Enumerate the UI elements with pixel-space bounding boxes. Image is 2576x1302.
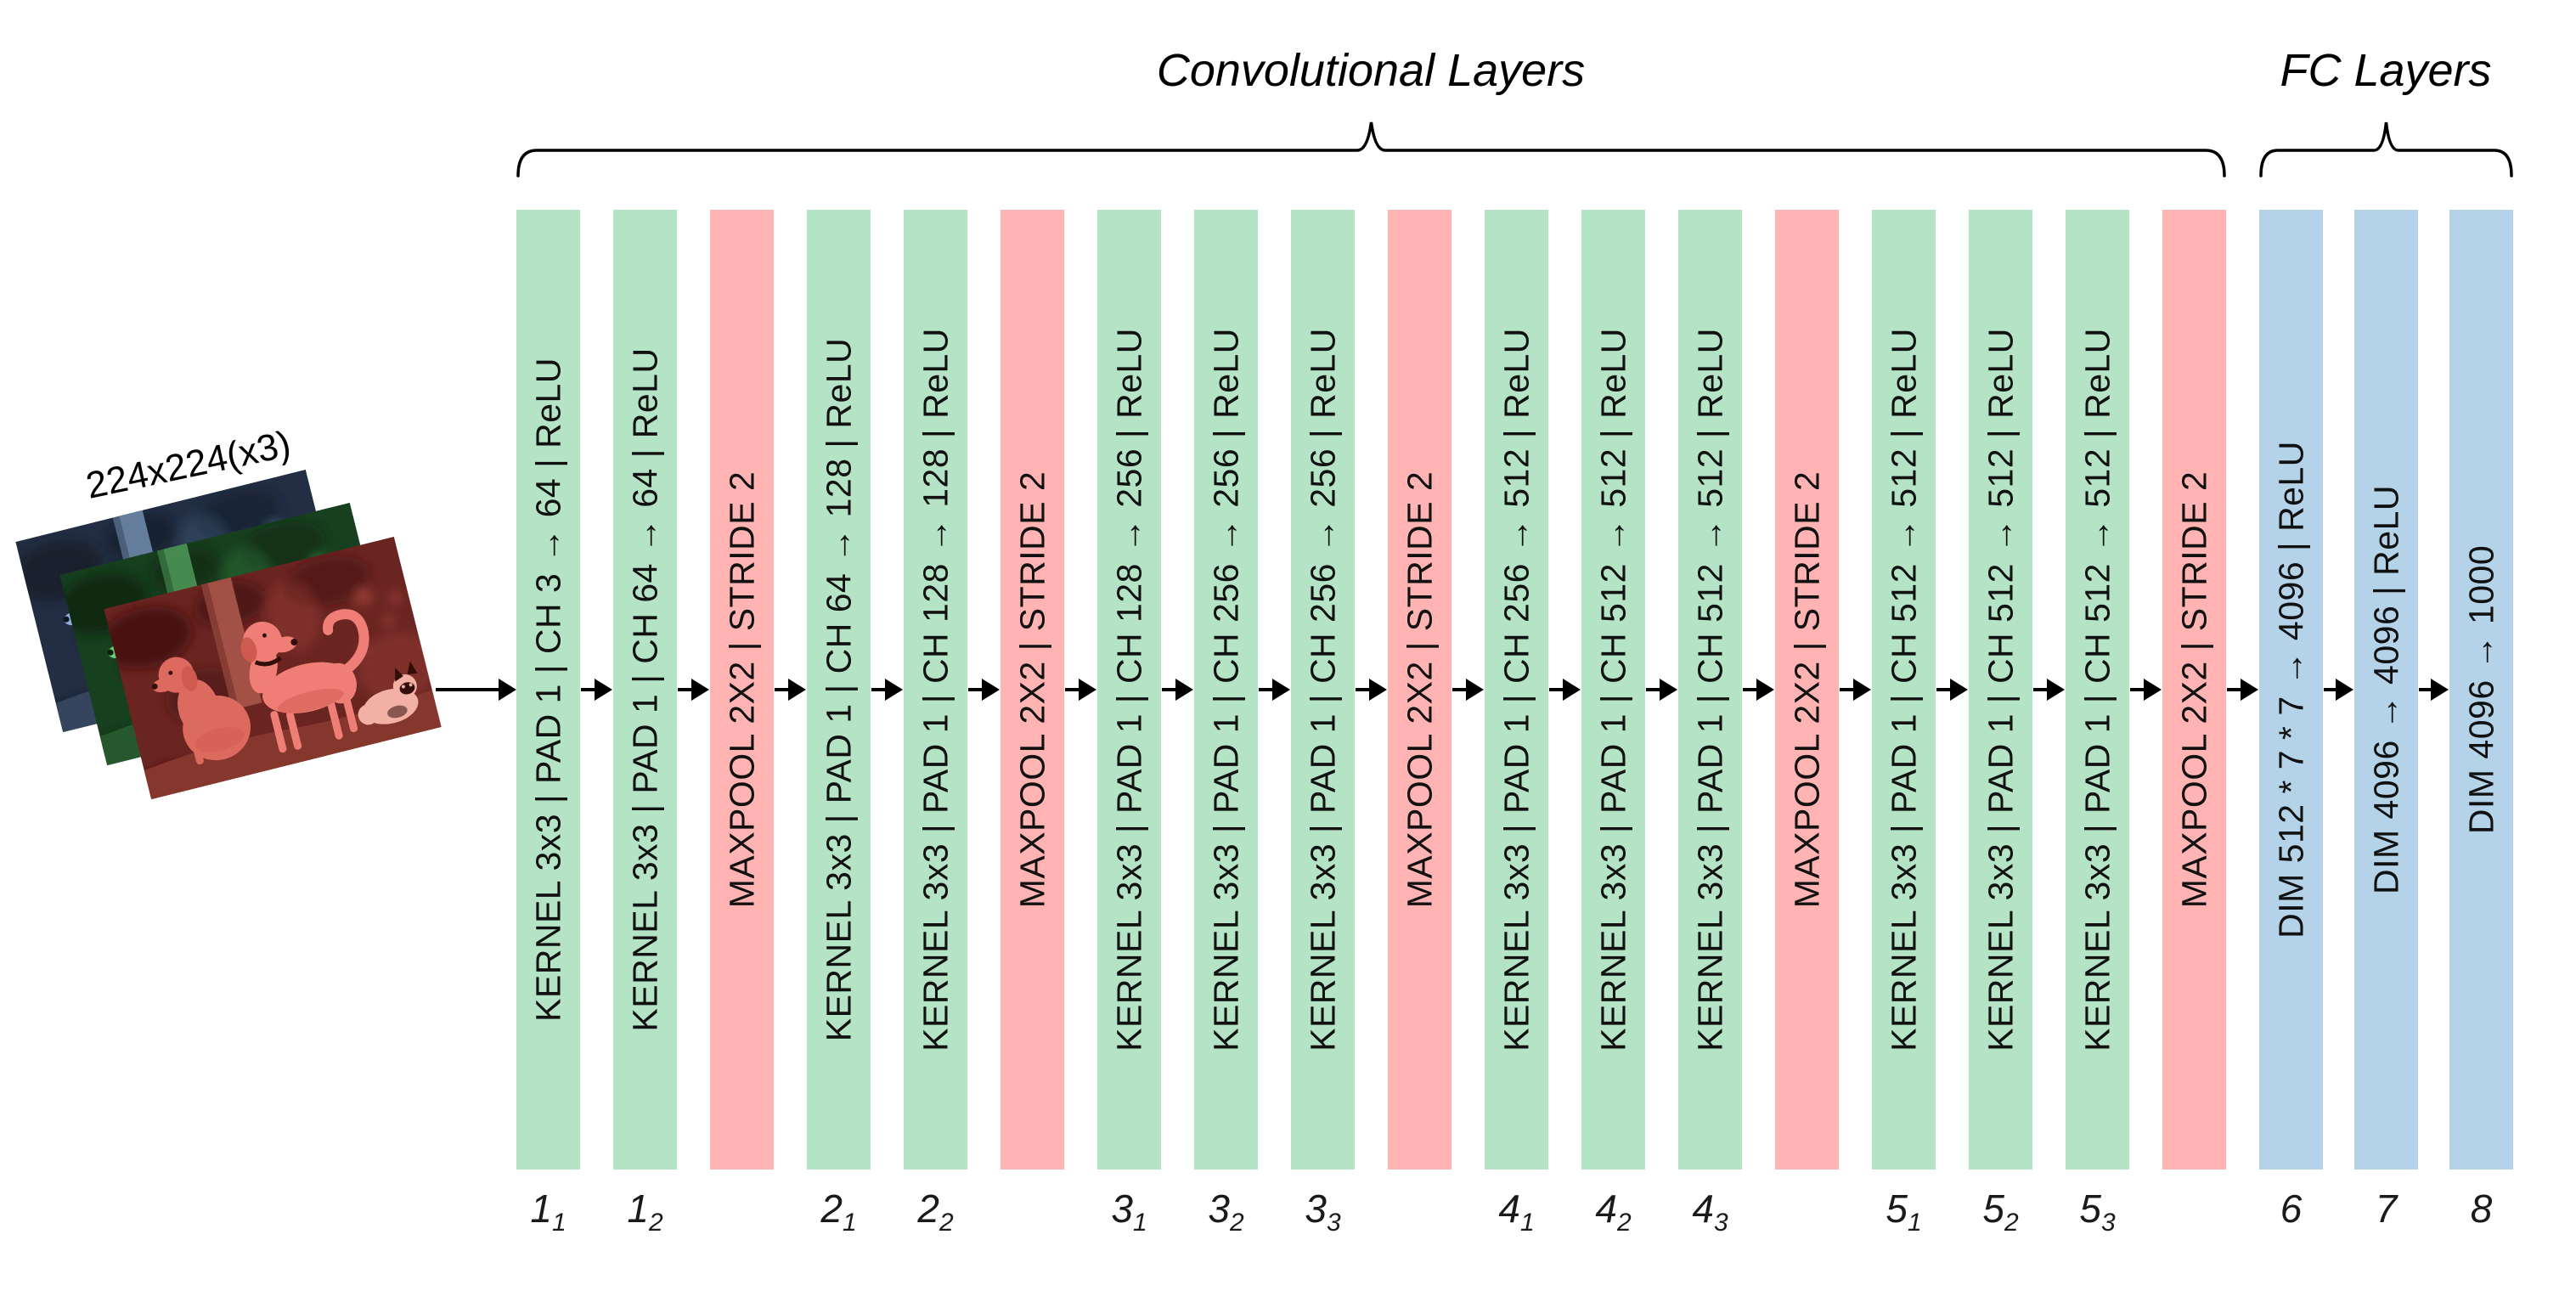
input-arrow-right-icon — [436, 679, 516, 701]
layer-bar-text: MAXPOOL 2X2 | STRIDE 2 — [722, 471, 761, 909]
arrow-right-icon — [678, 679, 709, 701]
input-photo-red-channel — [104, 536, 442, 800]
arrow-right-icon — [775, 679, 806, 701]
layer-bar-text: KERNEL 3x3 | PAD 1 | CH 256 → 256 | ReLU — [1303, 328, 1342, 1051]
layer-bar-pool: MAXPOOL 2X2 | STRIDE 2 — [1001, 210, 1064, 1170]
layer-bar-text: KERNEL 3x3 | PAD 1 | CH 512 → 512 | ReLU — [1593, 328, 1632, 1051]
layer-bar-text: KERNEL 3x3 | PAD 1 | CH 512 → 512 | ReLU — [1690, 328, 1729, 1051]
layer-number-label: 22 — [917, 1186, 954, 1237]
layer-bar-conv: KERNEL 3x3 | PAD 1 | CH 64 → 128 | ReLU — [807, 210, 871, 1170]
layer-bar-pool: MAXPOOL 2X2 | STRIDE 2 — [1775, 210, 1839, 1170]
layer-bar-conv: KERNEL 3x3 | PAD 1 | CH 512 → 512 | ReLU — [2066, 210, 2129, 1170]
layer-number-label: 31 — [1111, 1186, 1147, 1237]
layer-bar-text: KERNEL 3x3 | PAD 1 | CH 512 → 512 | ReLU — [1884, 328, 1923, 1051]
layer-bar-text: DIM 4096 → 4096 | ReLU — [2366, 485, 2405, 894]
layer-bar-conv: KERNEL 3x3 | PAD 1 | CH 256 → 256 | ReLU — [1194, 210, 1258, 1170]
layer-number-label: 52 — [1982, 1186, 2019, 1237]
layer-number-label: 6 — [2280, 1186, 2303, 1231]
layer-bar-text: KERNEL 3x3 | PAD 1 | CH 512 → 512 | ReLU — [2077, 328, 2117, 1051]
layer-bar-conv: KERNEL 3x3 | PAD 1 | CH 512 → 512 | ReLU — [1872, 210, 1936, 1170]
layer-bar-text: DIM 512 * 7 * 7 → 4096 | ReLU — [2271, 441, 2310, 938]
fc-layers-title: FC Layers — [2280, 45, 2492, 96]
layer-number-label: 43 — [1692, 1186, 1728, 1237]
arrow-right-icon — [1840, 679, 1871, 701]
arrow-right-icon — [581, 679, 612, 701]
arrow-right-icon — [2324, 679, 2353, 701]
layer-number-label: 11 — [530, 1186, 566, 1237]
layer-bar-fc: DIM 4096 → 4096 | ReLU — [2354, 210, 2418, 1170]
arrow-right-icon — [2033, 679, 2065, 701]
arrow-right-icon — [1259, 679, 1290, 701]
arrow-right-icon — [968, 679, 1000, 701]
layer-bar-text: KERNEL 3x3 | PAD 1 | CH 512 → 512 | ReLU — [1981, 328, 2020, 1051]
layer-bar-pool: MAXPOOL 2X2 | STRIDE 2 — [710, 210, 774, 1170]
arrow-right-icon — [1646, 679, 1677, 701]
layer-number-label: 41 — [1498, 1186, 1535, 1237]
layer-bar-fc: DIM 512 * 7 * 7 → 4096 | ReLU — [2259, 210, 2323, 1170]
layer-bar-conv: KERNEL 3x3 | PAD 1 | CH 256 → 512 | ReLU — [1485, 210, 1548, 1170]
layer-bar-text: MAXPOOL 2X2 | STRIDE 2 — [1400, 471, 1439, 909]
arrow-right-icon — [2419, 679, 2449, 701]
layer-bar-text: KERNEL 3x3 | PAD 1 | CH 3 → 64 | ReLU — [528, 358, 567, 1022]
arrow-right-icon — [1936, 679, 1968, 701]
layer-number-label: 8 — [2470, 1186, 2493, 1231]
layer-bar-text: DIM 4096 → 1000 — [2461, 544, 2500, 835]
layer-bar-fc: DIM 4096 → 1000 — [2449, 210, 2513, 1170]
arrow-right-icon — [1549, 679, 1581, 701]
layer-number-label: 33 — [1305, 1186, 1341, 1237]
layer-number-label: 53 — [2079, 1186, 2116, 1237]
layer-bar-text: KERNEL 3x3 | PAD 1 | CH 64 → 64 | ReLU — [625, 347, 664, 1032]
layer-bar-pool: MAXPOOL 2X2 | STRIDE 2 — [1388, 210, 1451, 1170]
layer-bar-pool: MAXPOOL 2X2 | STRIDE 2 — [2162, 210, 2226, 1170]
arrow-right-icon — [1356, 679, 1387, 701]
arrow-right-icon — [1162, 679, 1193, 701]
arrow-right-icon — [2227, 679, 2258, 701]
arrow-right-icon — [1065, 679, 1096, 701]
layer-bar-text: MAXPOOL 2X2 | STRIDE 2 — [1012, 471, 1051, 909]
layer-bar-conv: KERNEL 3x3 | PAD 1 | CH 3 → 64 | ReLU — [516, 210, 580, 1170]
layer-bar-conv: KERNEL 3x3 | PAD 1 | CH 128 → 256 | ReLU — [1097, 210, 1161, 1170]
layer-bar-text: MAXPOOL 2X2 | STRIDE 2 — [2174, 471, 2213, 909]
layer-number-label: 32 — [1208, 1186, 1244, 1237]
layer-number-label: 51 — [1885, 1186, 1922, 1237]
conv-layers-brace-icon — [516, 121, 2226, 178]
layer-bar-conv: KERNEL 3x3 | PAD 1 | CH 64 → 64 | ReLU — [613, 210, 677, 1170]
arrow-right-icon — [1743, 679, 1774, 701]
fc-layers-brace-icon — [2259, 121, 2513, 178]
arrow-right-icon — [871, 679, 903, 701]
conv-layers-title: Convolutional Layers — [1156, 45, 1586, 96]
layer-bar-conv: KERNEL 3x3 | PAD 1 | CH 512 → 512 | ReLU — [1581, 210, 1645, 1170]
layer-bar-text: KERNEL 3x3 | PAD 1 | CH 256 → 256 | ReLU — [1206, 328, 1245, 1051]
layer-number-label: 42 — [1595, 1186, 1632, 1237]
layer-number-label: 12 — [627, 1186, 663, 1237]
layer-bar-text: MAXPOOL 2X2 | STRIDE 2 — [1787, 471, 1826, 909]
layer-bar-conv: KERNEL 3x3 | PAD 1 | CH 512 → 512 | ReLU — [1969, 210, 2032, 1170]
layer-bar-conv: KERNEL 3x3 | PAD 1 | CH 512 → 512 | ReLU — [1678, 210, 1742, 1170]
layer-bar-text: KERNEL 3x3 | PAD 1 | CH 64 → 128 | ReLU — [819, 337, 858, 1042]
layer-bar-text: KERNEL 3x3 | PAD 1 | CH 256 → 512 | ReLU — [1497, 328, 1536, 1051]
layer-bar-text: KERNEL 3x3 | PAD 1 | CH 128 → 256 | ReLU — [1109, 328, 1148, 1051]
layer-bar-text: KERNEL 3x3 | PAD 1 | CH 128 → 128 | ReLU — [916, 328, 955, 1051]
layer-bar-conv: KERNEL 3x3 | PAD 1 | CH 128 → 128 | ReLU — [904, 210, 967, 1170]
layer-bar-conv: KERNEL 3x3 | PAD 1 | CH 256 → 256 | ReLU — [1291, 210, 1355, 1170]
arrow-right-icon — [2130, 679, 2162, 701]
arrow-right-icon — [1452, 679, 1484, 701]
layer-number-label: 7 — [2375, 1186, 2398, 1231]
layer-number-label: 21 — [820, 1186, 857, 1237]
